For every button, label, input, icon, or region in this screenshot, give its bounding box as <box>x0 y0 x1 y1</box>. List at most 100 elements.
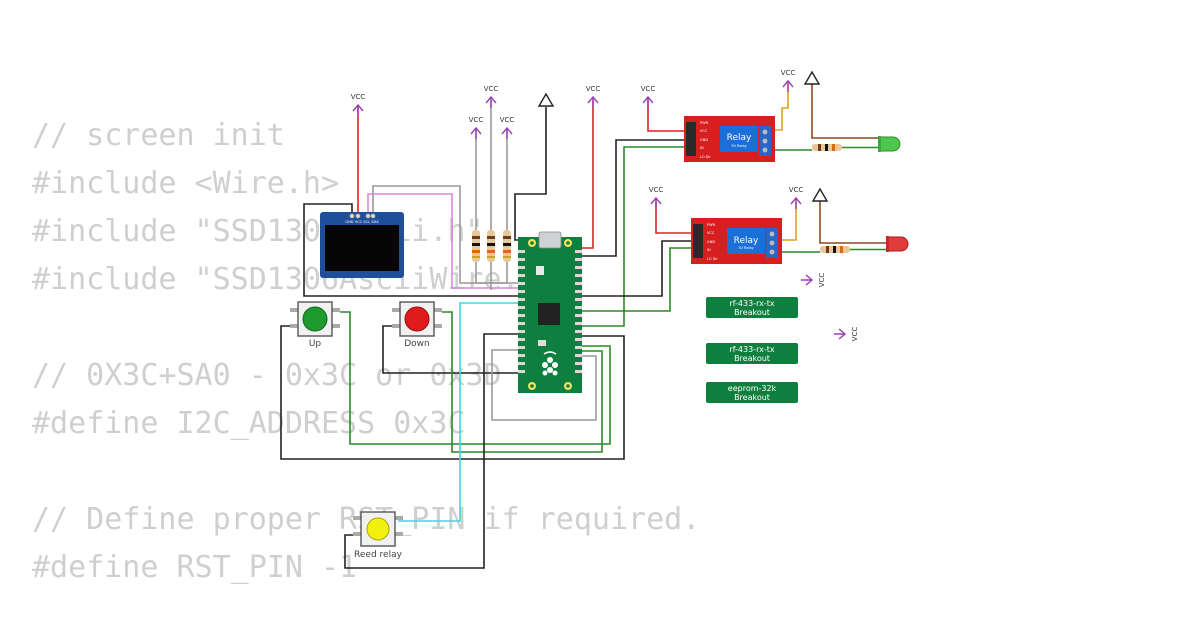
relay-title: Relay <box>727 133 752 143</box>
vcc-label: VCC <box>781 69 796 77</box>
code-line: #define RST_PIN -1 <box>32 550 358 585</box>
pico-pins <box>518 250 582 373</box>
relay-pin-label: GND <box>707 240 715 244</box>
relay-pin-label: VCC <box>707 231 715 235</box>
resistor[interactable] <box>472 230 480 262</box>
wire-oled-gnd[interactable] <box>303 203 518 297</box>
code-line: // screen init <box>32 118 285 153</box>
wire-relay2-out-vcc[interactable] <box>782 201 797 241</box>
wire-relay2-in[interactable] <box>578 247 693 312</box>
breakout-board[interactable]: eeprom-32k Breakout <box>706 382 798 403</box>
vcc-label: VCC <box>789 186 804 194</box>
raspberry-pi-pico[interactable] <box>518 231 582 393</box>
wires <box>280 84 888 569</box>
vcc-symbol-rotated: VCC <box>834 327 859 342</box>
vcc-label: VCC <box>851 327 859 342</box>
vcc-symbol: VCC <box>469 116 484 139</box>
vcc-label: VCC <box>641 85 656 93</box>
wire-down-signal[interactable] <box>442 311 603 453</box>
breakout-label: Breakout <box>734 354 770 363</box>
wire-up-gnd[interactable] <box>280 325 625 460</box>
breakout-label: eeprom-32k <box>728 384 777 393</box>
relay-pin-label: VCC <box>700 129 708 133</box>
wire-up-signal[interactable] <box>340 311 611 445</box>
vcc-symbol: VCC <box>649 186 663 209</box>
vcc-symbols: VCC VCC VCC VCC VCC VCC VCC VCC <box>351 69 859 341</box>
wire-relay1-out-gnd[interactable] <box>811 84 880 139</box>
breakout-board[interactable]: rf-433-rx-tx Breakout <box>706 343 798 364</box>
wire-oled-sda[interactable] <box>367 193 518 289</box>
relay-pin-label: PWR <box>700 121 709 125</box>
button-label: Down <box>404 339 430 349</box>
wire-relay1-out-vcc[interactable] <box>770 84 789 131</box>
breakout-board[interactable]: rf-433-rx-tx Breakout <box>706 297 798 318</box>
code-background: // screen init #include <Wire.h> #include … <box>32 112 700 592</box>
code-line: // 0X3C+SA0 - 0x3C or 0x3D <box>32 358 502 393</box>
ground-triangle-icon <box>803 70 821 85</box>
vcc-symbol: VCC <box>351 93 366 116</box>
code-line: #include "SSD1306AsciiWire.h" <box>32 262 556 297</box>
relay-pin-label: IN <box>707 248 711 252</box>
relay-module-2[interactable]: Relay 5V Relay PWR VCC GND IN LO Dir <box>691 218 782 264</box>
resistor[interactable] <box>487 230 495 262</box>
reed-relay-button[interactable]: Reed relay <box>353 511 403 560</box>
vcc-symbol: VCC <box>781 69 796 92</box>
up-button[interactable]: Up <box>290 301 340 349</box>
vcc-label: VCC <box>500 116 515 124</box>
button-label: Up <box>309 339 322 349</box>
code-line: #define I2C_ADDRESS 0x3C <box>32 406 466 441</box>
vcc-label: VCC <box>351 93 366 101</box>
vcc-label: VCC <box>586 85 601 93</box>
vcc-symbol-rotated: VCC <box>801 273 826 287</box>
oled-pin-labels: GND VCC SCL SDA <box>345 220 379 224</box>
wire-gray-loop[interactable] <box>491 349 597 421</box>
pullup-resistors <box>472 230 511 262</box>
wire-relay1-in[interactable] <box>578 146 686 327</box>
vcc-label: VCC <box>469 116 484 124</box>
wire-relay2-vcc[interactable] <box>655 201 693 234</box>
breakout-label: Breakout <box>734 393 770 402</box>
relay-title: Relay <box>734 236 759 246</box>
ground-triangle-icon <box>811 187 829 202</box>
relay-subtitle: 5V Relay <box>731 144 746 148</box>
relay-module-1[interactable]: Relay 5V Relay PWR VCC GND IN LO Dir <box>684 116 775 162</box>
wire-relay2-out-gnd[interactable] <box>819 201 888 244</box>
vcc-symbol: VCC <box>789 186 804 209</box>
resistor[interactable] <box>503 230 511 262</box>
code-line: #include <Wire.h> <box>32 166 340 201</box>
vcc-symbol: VCC <box>586 85 601 108</box>
button-label: Reed relay <box>354 550 403 560</box>
wire-reed-gnd[interactable] <box>344 333 518 569</box>
output-resistor-2[interactable] <box>820 246 888 253</box>
oled-pin-headers <box>349 213 376 219</box>
relay-pin-label: LO Dir <box>700 155 711 159</box>
wire-pico-vcc[interactable] <box>578 100 594 249</box>
wire-relay1-vcc[interactable] <box>647 100 686 132</box>
breakout-label: rf-433-rx-tx <box>729 299 775 308</box>
oled-display[interactable]: GND VCC SCL SDA <box>320 212 404 278</box>
ground-symbols <box>537 70 829 202</box>
output-resistor-1[interactable] <box>812 144 880 151</box>
relay-pin-label: PWR <box>707 223 716 227</box>
wire-down-gnd[interactable] <box>382 325 518 374</box>
raspberry-logo-icon <box>542 351 558 376</box>
vcc-symbol: VCC <box>641 85 656 108</box>
relay-subtitle: 5V Relay <box>738 246 753 250</box>
wire-relay2-gnd[interactable] <box>578 240 693 297</box>
down-button[interactable]: Down <box>392 301 442 349</box>
wire-relay1-gnd[interactable] <box>578 139 686 257</box>
vcc-symbol: VCC <box>500 116 515 139</box>
ground-triangle-icon <box>537 92 555 107</box>
led-green-icon[interactable] <box>878 136 901 152</box>
relay-pin-label: LO Dir <box>707 257 718 261</box>
led-red-icon[interactable] <box>886 236 909 252</box>
breakout-label: Breakout <box>734 308 770 317</box>
relay-pin-label: GND <box>700 138 708 142</box>
wire-pico-gnd-top[interactable] <box>514 107 547 241</box>
vcc-label: VCC <box>484 85 499 93</box>
wire-reed-cyan[interactable] <box>398 302 518 522</box>
vcc-symbol: VCC <box>484 85 499 108</box>
breakout-label: rf-433-rx-tx <box>729 345 775 354</box>
relay-pin-label: IN <box>700 146 704 150</box>
